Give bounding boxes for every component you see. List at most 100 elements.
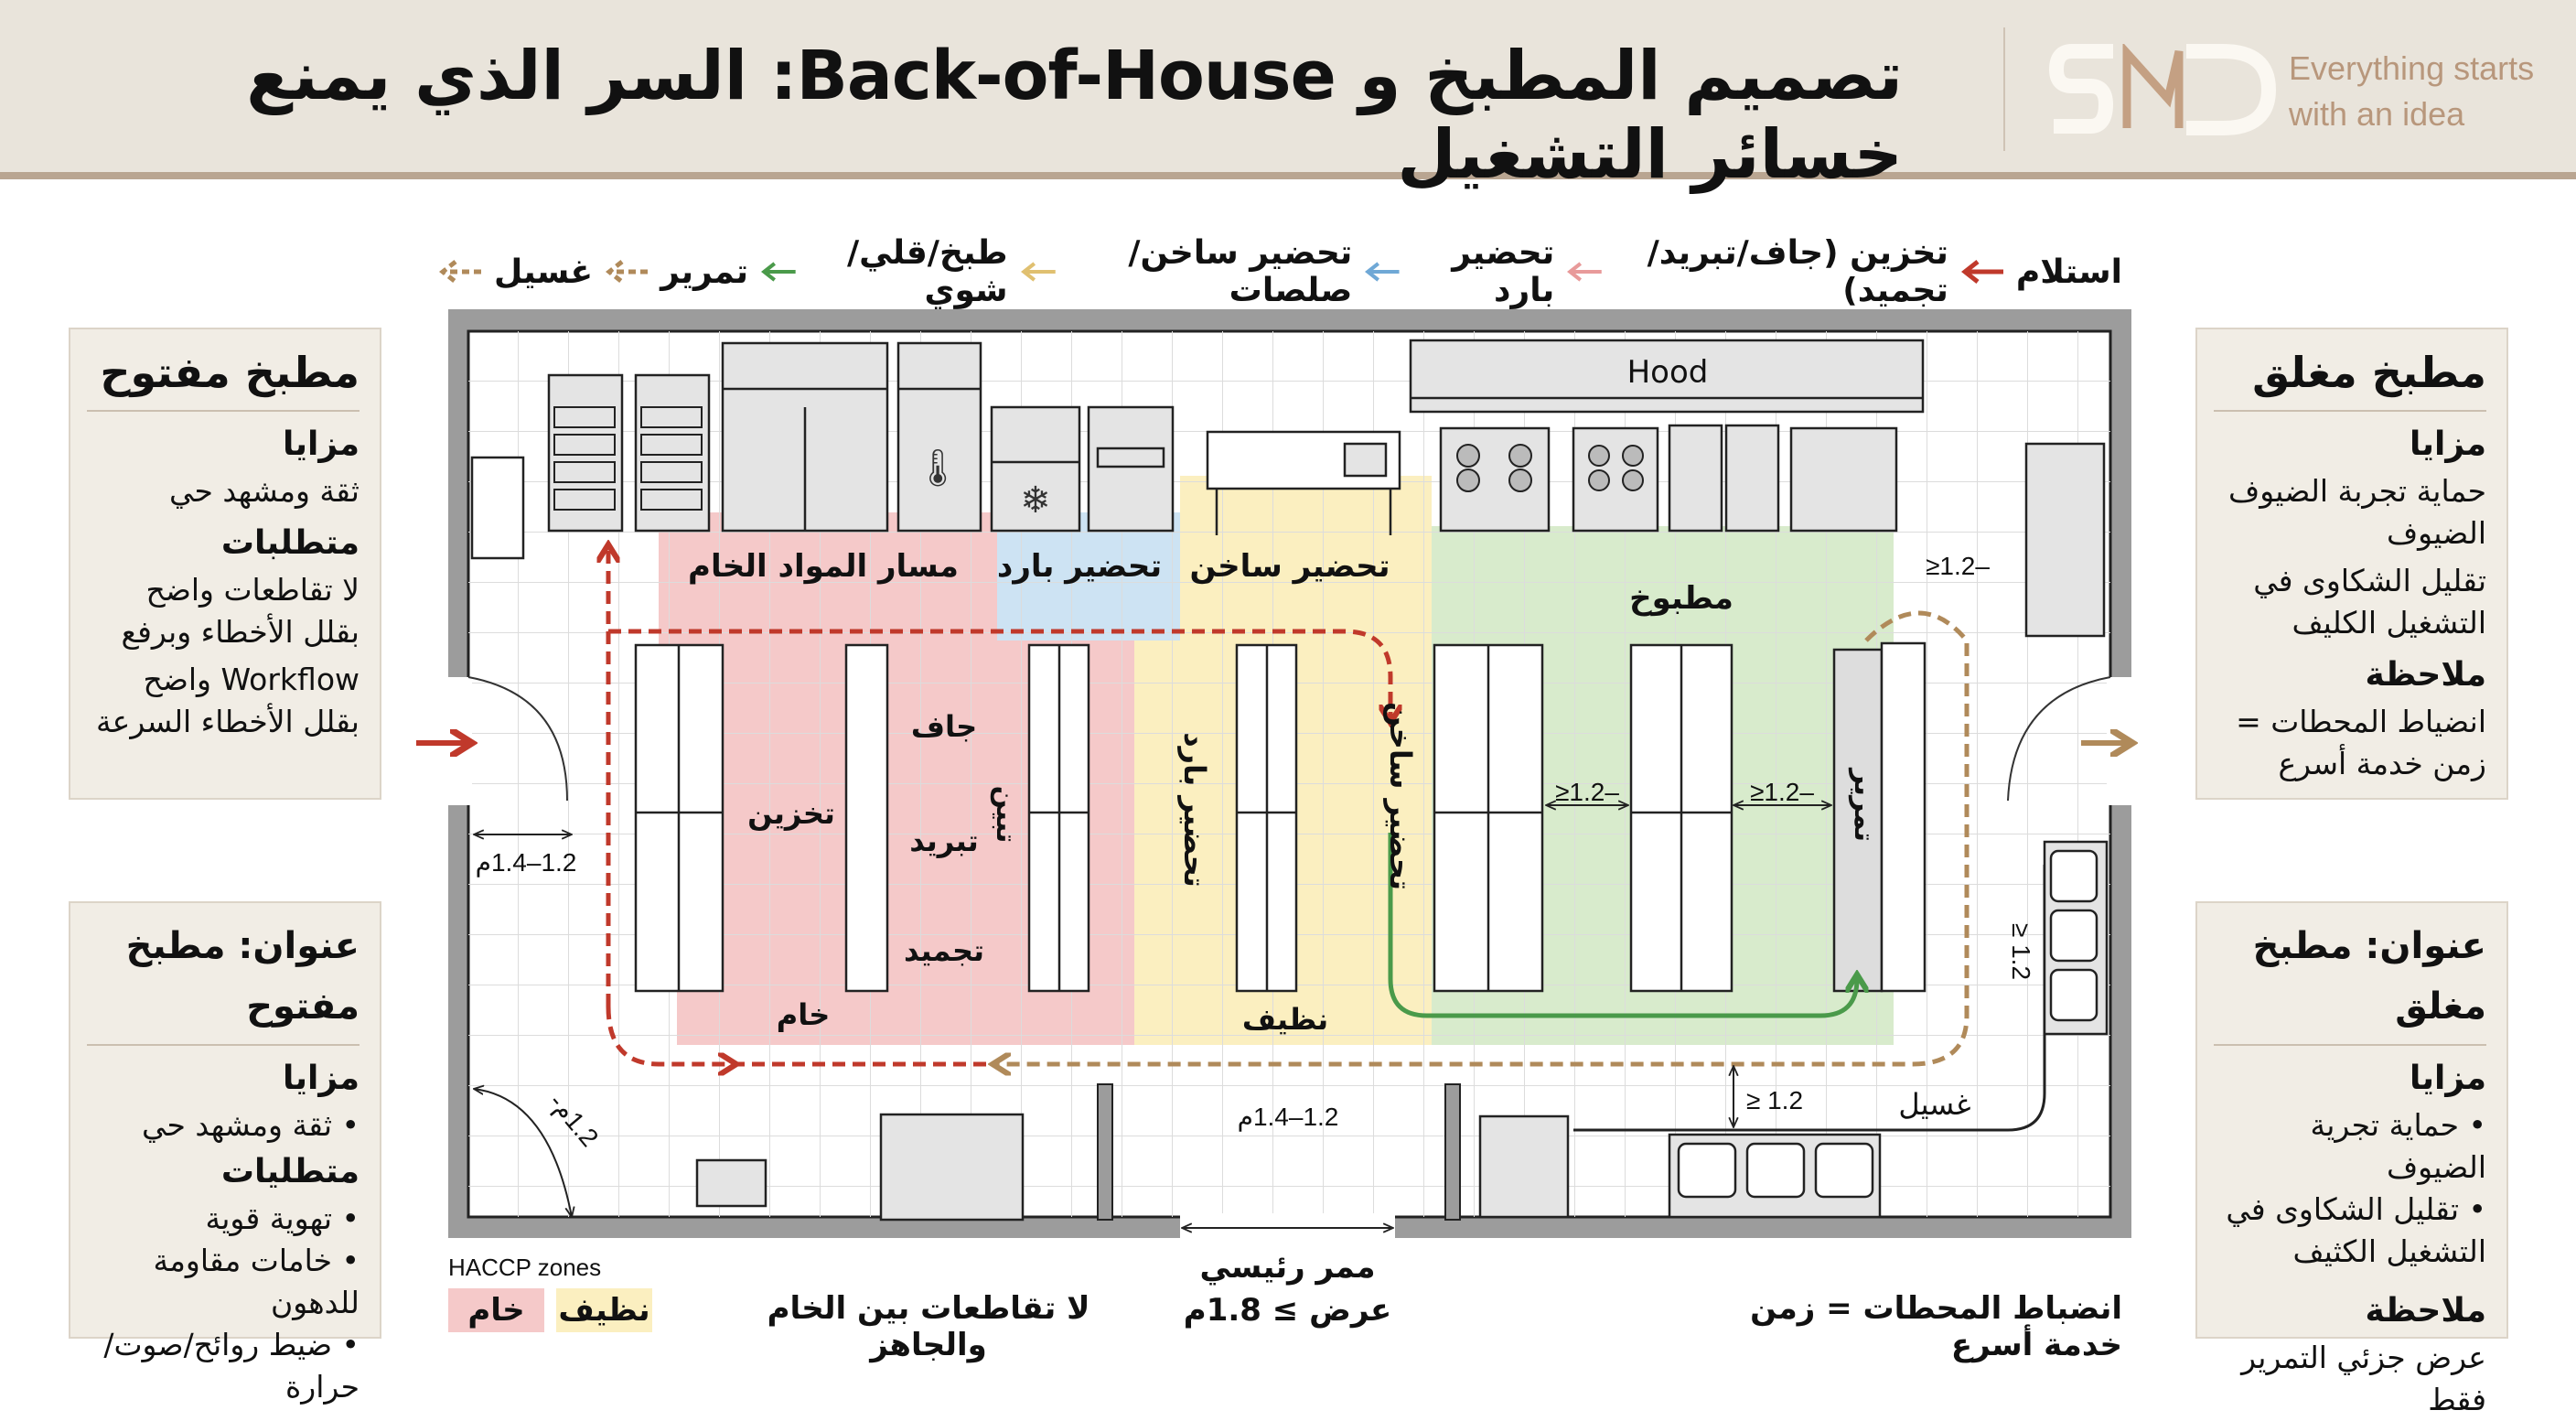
char-grill bbox=[1789, 426, 1898, 533]
equipment: 🌡 ❄ bbox=[470, 339, 2109, 1222]
requirement-item: تهوية قوية bbox=[87, 1198, 360, 1240]
legend-label: طبخ/قلي/شوي bbox=[846, 234, 1008, 309]
hood bbox=[1409, 339, 1925, 414]
right-dimension: ≥1.2– bbox=[1926, 552, 1990, 580]
pros-heading: مزايا bbox=[2409, 425, 2486, 463]
wash-dimension: ≥ 1.2 bbox=[1746, 1086, 1803, 1114]
pros-item: حماية تجرية الضيوف bbox=[2214, 1104, 2486, 1189]
closed-kitchen-title-panel: عنوان: مطبخ مغلق مزايا حماية تجرية الضيو… bbox=[2195, 901, 2508, 1417]
panel-title: مطبخ مغلق bbox=[2214, 342, 2486, 412]
griddle bbox=[1724, 424, 1780, 533]
thermometer-icon: 🌡 bbox=[915, 447, 961, 490]
panel-title: مطبخ مفتوح bbox=[87, 342, 360, 412]
arrow-right-icon bbox=[1567, 262, 1603, 282]
aisle-dimension: ≥1.2– bbox=[1750, 778, 1814, 806]
cold-unit bbox=[1087, 405, 1175, 533]
chill-label: تبريد bbox=[909, 824, 978, 858]
hood-label: Hood bbox=[1627, 354, 1709, 391]
legend-label: تخزين (جاف/تبريد/تجميد) bbox=[1647, 234, 1948, 309]
pros-heading: مزايا bbox=[282, 425, 360, 463]
side-equipment bbox=[2024, 442, 2106, 638]
pros-text: ثقة ومشهد حي bbox=[168, 473, 360, 509]
legend-item: تحضير ساخن/صلصات bbox=[1020, 234, 1353, 309]
legend-label: تمرير bbox=[660, 253, 749, 291]
arrow-right-icon bbox=[761, 262, 796, 282]
note-text: انضياط المحطات = زمن خدمة أسرع bbox=[2236, 704, 2486, 781]
fryer bbox=[1668, 424, 1723, 533]
flow-legend: استلام تخزين (جاف/تبريد/تجميد) تحضير بارد ت… bbox=[439, 234, 2122, 309]
side-label: تبين bbox=[990, 786, 1022, 844]
pros-heading: مزايا bbox=[282, 1060, 360, 1097]
dashed-arrow-icon bbox=[439, 260, 482, 284]
arrow-right-icon bbox=[1365, 262, 1400, 282]
raw-zone-chip: خام bbox=[448, 1288, 544, 1332]
pros-item: تقليل الشكاوى في التشغيل الكثيف bbox=[2214, 1189, 2486, 1273]
storage-label: تخزين bbox=[747, 796, 835, 831]
scale bbox=[695, 1158, 767, 1208]
cooking-flow bbox=[1388, 833, 1857, 1018]
panel-title: عنوان: مطبخ مفتوح bbox=[87, 916, 360, 1046]
legend-label: استلام bbox=[2015, 253, 2122, 291]
clean-label: نظيف bbox=[1242, 1002, 1328, 1037]
closed-kitchen-panel: مطبخ مغلق مزايا حماية تجربة الضيوف الضيو… bbox=[2195, 328, 2508, 800]
chiller bbox=[896, 341, 982, 533]
pros-item: ثقة ومشهد حي bbox=[87, 1104, 360, 1146]
corridor-dimension: 1.2–1.4م bbox=[1238, 1103, 1339, 1132]
smd-logo bbox=[2049, 44, 2277, 135]
header: تصميم المطبخ و Back-of-House: السر الذي … bbox=[0, 0, 2576, 194]
dishwasher bbox=[1478, 1114, 1570, 1219]
range bbox=[1572, 426, 1659, 533]
open-kitchen-title-panel: عنوان: مطبخ مفتوح مزايا ثقة ومشهد حي متط… bbox=[69, 901, 381, 1405]
pass-vertical-label: تمرير bbox=[1848, 767, 1880, 842]
requirement-item: خامات مقاومة للدهون bbox=[87, 1240, 360, 1324]
hot-prep-label: تحضير ساخن bbox=[1190, 548, 1390, 585]
cooking-label: مطبوخ bbox=[1629, 580, 1733, 617]
freezer bbox=[990, 405, 1081, 533]
raw-label: خام bbox=[777, 997, 831, 1032]
legend-label: تحضير ساخن/صلصات bbox=[1128, 234, 1353, 309]
wash-label: غسيل bbox=[1898, 1087, 1970, 1122]
panel-title: عنوان: مطبخ مغلق bbox=[2214, 916, 2486, 1046]
pros-text: حماية تجربة الضيوف الضيوف bbox=[2227, 473, 2486, 551]
dry-label: جاف bbox=[911, 709, 977, 744]
requirements-heading: متطليات bbox=[220, 1153, 360, 1190]
legend-item: طبخ/قلي/شوي bbox=[761, 234, 1008, 309]
clean-zone-chip: نظيف bbox=[556, 1288, 652, 1332]
pass-counter[interactable] bbox=[1832, 648, 1884, 993]
legend-item: تحضير بارد bbox=[1365, 234, 1554, 309]
requirement-text: لا تقاطعات واضح بقلل الأخطاء وبرفع bbox=[121, 572, 360, 650]
shelf bbox=[844, 643, 889, 993]
dashed-arrow-icon bbox=[606, 260, 649, 284]
legend-label: تحضير بارد bbox=[1452, 234, 1555, 309]
raw-path-label: مسار المواد الخام bbox=[688, 548, 959, 585]
requirements-heading: متطلبات bbox=[220, 524, 360, 562]
note-heading: ملاحظة bbox=[2365, 1292, 2486, 1329]
door-dimension: 1.2–1.4م bbox=[476, 848, 577, 877]
receiving-station bbox=[879, 1113, 1025, 1222]
pros-text: تقليل الشكاوى في التشغيل الكليف bbox=[2253, 563, 2486, 641]
open-kitchen-panel: مطبخ مفتوح مزايا ثقة ومشهد حي متطلبات لا… bbox=[69, 328, 381, 800]
legend-item: استلام bbox=[1960, 253, 2122, 291]
note-heading: ملاحظة bbox=[2365, 656, 2486, 694]
hot-prep-vertical-label: تحضير ساخن bbox=[1383, 702, 1418, 890]
divider bbox=[2003, 27, 2005, 151]
requirement-item: ضيط روائح/صوت/حرارة bbox=[87, 1324, 360, 1408]
stations-note: انضباط المحطات = زمن خدمة أسرع bbox=[1750, 1290, 2122, 1363]
arrow-right-icon bbox=[1020, 262, 1056, 282]
snowflake-icon: ❄ bbox=[1020, 479, 1051, 522]
corridor-label: ممر رئيسي bbox=[1199, 1249, 1376, 1286]
cold-prep-label: تحضير بارد bbox=[997, 548, 1162, 585]
vertical-dimension: ≥ 1.2 bbox=[2007, 923, 2035, 980]
requirement-text: Workflow واضح بقلل الأخطاء السرعة bbox=[95, 662, 360, 739]
aisle-dimension: ≥1.2– bbox=[1555, 778, 1619, 806]
legend-item: تمرير bbox=[606, 253, 748, 291]
arrow-right-icon bbox=[1960, 260, 2003, 284]
pros-heading: مزايا bbox=[2409, 1060, 2486, 1097]
cold-prep-vertical-label: تحضير بارد bbox=[1177, 732, 1212, 888]
freeze-label: تجميد bbox=[904, 933, 984, 968]
page-title: تصميم المطبخ و Back-of-House: السر الذي … bbox=[246, 37, 1904, 194]
no-cross-note: لا تقاطعات بين الخام والجاهز bbox=[767, 1290, 1090, 1363]
haccp-label: HACCP zones bbox=[448, 1254, 602, 1281]
